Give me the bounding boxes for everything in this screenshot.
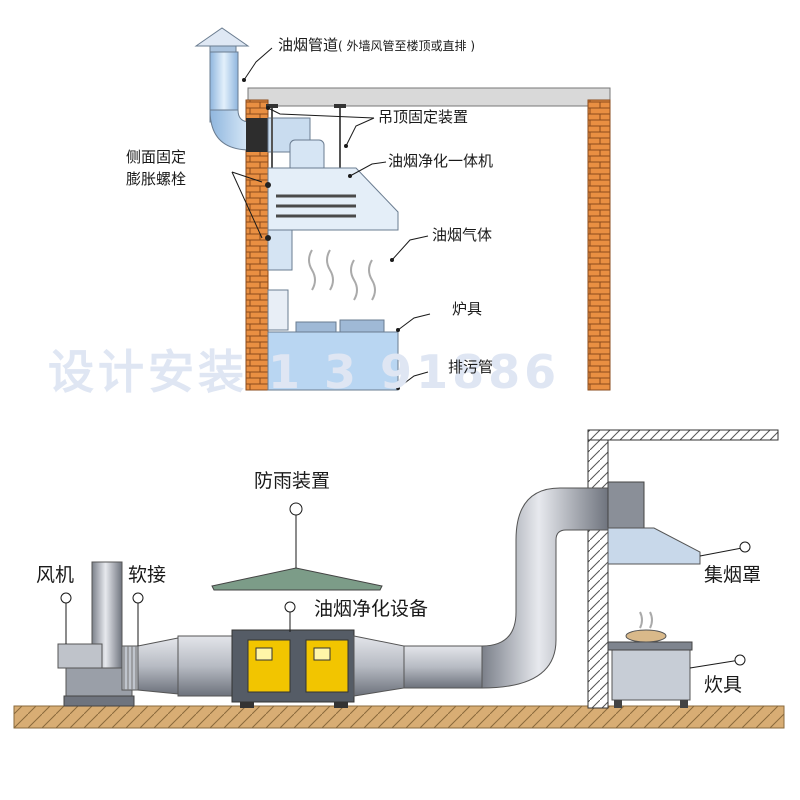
purifier-hood [267,167,399,231]
ceiling-slab [247,87,611,107]
label-rain-cover: 防雨装置 [254,470,331,492]
label-hood: 集烟罩 [704,564,762,586]
label-side-bolt-line2: 膨胀螺栓 [126,170,187,188]
label-flue-duct: 油烟管道( 外墙风管至楼顶或直排 ) [278,38,475,53]
label-side-bolt: 侧面固定 膨胀螺栓 [126,146,186,190]
bottom-diagram [13,429,785,729]
label-flue-duct-note: ( 外墙风管至楼顶或直排 ) [338,39,476,53]
stove-body [267,331,399,391]
label-drain-pipe: 排污管 [448,358,494,376]
label-fume-gas: 油烟气体 [432,226,493,244]
outlet-duct [403,645,483,689]
label-purifier-unit: 油烟净化一体机 [388,152,494,170]
fan-housing [57,643,103,669]
inlet-duct [177,635,235,697]
label-ceiling-mount: 吊顶固定装置 [378,108,469,126]
hood-collar [607,481,645,529]
riser-duct [481,487,609,689]
stove-top [267,289,289,331]
smoke-hood [607,527,701,565]
label-side-bolt-line1: 侧面固定 [126,148,187,166]
rain-cover [211,567,383,591]
building-roof [587,429,779,441]
ground [13,705,785,729]
fan-stack [91,561,123,685]
chimney-cap [194,27,250,47]
label-soft-joint: 软接 [128,564,167,586]
building-wall [587,429,609,709]
purifier-motor [289,139,325,173]
label-stove: 炉具 [452,300,483,318]
right-brick-wall [587,99,611,391]
label-purifier-equipment: 油烟净化设备 [314,598,429,620]
watermark: 设计安装 1 3 91886 [48,345,561,399]
label-flue-duct-text: 油烟管道 [278,36,339,54]
label-cooker: 炊具 [704,674,743,696]
top-diagram [194,27,611,391]
label-fan: 风机 [36,564,75,586]
cooker-body [611,647,691,701]
